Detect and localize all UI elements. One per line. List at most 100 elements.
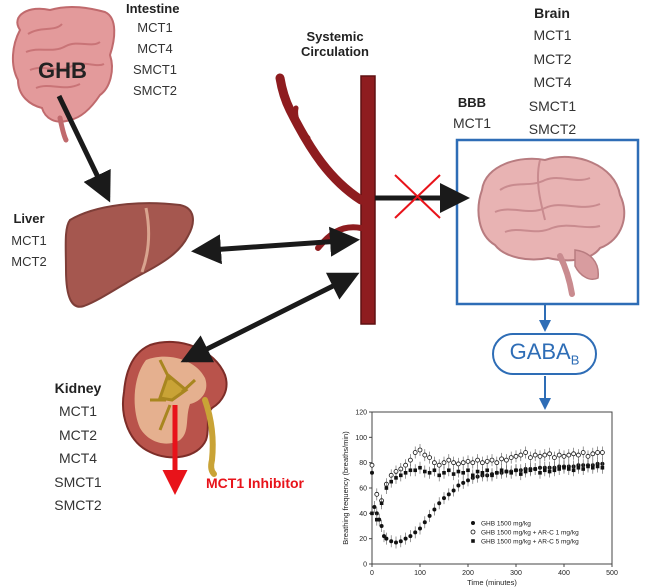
liver-transporter-list: MCT1 MCT2 — [2, 230, 56, 272]
data-point — [576, 465, 581, 470]
data-point — [394, 476, 398, 480]
data-point — [408, 468, 413, 473]
transporter-label: SMCT1 — [528, 97, 577, 114]
data-point — [600, 465, 605, 470]
data-point — [581, 467, 585, 471]
data-point — [533, 467, 537, 471]
data-point — [466, 478, 470, 483]
data-point — [456, 483, 461, 488]
kidney-illustration — [122, 340, 228, 477]
data-point — [446, 492, 451, 497]
data-point — [442, 496, 446, 501]
legend-marker — [471, 521, 475, 525]
y-tick-label: 0 — [363, 562, 367, 569]
data-point — [465, 458, 471, 464]
data-point — [470, 460, 476, 466]
data-point — [408, 534, 413, 539]
data-point — [455, 461, 461, 467]
data-point — [547, 469, 552, 474]
data-point — [590, 451, 596, 457]
legend-label: GHB 1500 mg/kg — [481, 521, 531, 528]
data-point — [432, 507, 437, 512]
mct1-inhibitor-label: MCT1 Inhibitor — [206, 475, 304, 491]
data-point — [523, 469, 528, 474]
data-point — [479, 460, 485, 466]
data-point — [441, 460, 447, 466]
y-tick-label: 40 — [359, 511, 367, 518]
data-point — [370, 470, 374, 475]
gaba-b-receptor — [492, 333, 597, 375]
ghb-label: GHB — [38, 58, 87, 83]
data-point — [484, 458, 490, 464]
data-point — [580, 450, 586, 455]
legend-marker — [471, 539, 475, 543]
transporter-label: SMCT1 — [132, 62, 178, 77]
data-point — [389, 539, 394, 544]
data-point — [567, 467, 571, 471]
data-point — [508, 455, 514, 461]
data-point — [399, 473, 403, 478]
bbb-transporter: MCT1 — [452, 115, 492, 131]
data-point — [461, 471, 465, 475]
data-point — [523, 450, 528, 455]
data-point — [417, 447, 423, 453]
x-tick-label: 0 — [370, 570, 374, 577]
intestine-illustration — [12, 5, 116, 143]
data-point — [431, 460, 437, 466]
data-point — [538, 471, 542, 475]
legend-label: GHB 1500 mg/kg + AR-C 5 mg/kg — [481, 539, 579, 546]
data-point — [427, 513, 432, 518]
data-point — [494, 460, 500, 466]
data-point — [437, 473, 441, 478]
data-point — [513, 453, 519, 459]
data-point — [456, 469, 461, 474]
data-point — [394, 540, 398, 545]
data-point — [437, 501, 442, 506]
data-point — [495, 471, 499, 475]
data-point — [595, 450, 600, 455]
data-point — [427, 471, 432, 475]
intestine-transporter-list: MCT1 MCT4 SMCT1 SMCT2 — [124, 17, 186, 101]
data-point — [490, 473, 494, 478]
data-point — [412, 450, 418, 455]
transporter-label: SMCT2 — [132, 83, 178, 98]
data-point — [418, 465, 422, 470]
data-point — [566, 452, 572, 458]
data-point — [427, 455, 433, 461]
brain-title: Brain — [534, 5, 570, 21]
data-point — [369, 462, 375, 468]
data-point — [407, 457, 413, 463]
data-point — [557, 467, 561, 471]
data-point — [509, 471, 513, 475]
data-point — [475, 469, 480, 474]
data-point — [403, 536, 408, 541]
data-point — [528, 468, 533, 473]
brain-transporter-list: MCT1 MCT2 MCT4 SMCT1 SMCT2 — [515, 24, 590, 142]
data-point — [519, 472, 523, 476]
liver-circulation-arrow — [191, 226, 360, 265]
transporter-label: SMCT1 — [54, 473, 102, 490]
legend-label: GHB 1500 mg/kg + AR-C 1 mg/kg — [481, 530, 579, 537]
transporter-label: MCT1 — [58, 403, 98, 419]
data-point — [518, 452, 524, 458]
x-tick-label: 100 — [414, 570, 426, 577]
data-point — [466, 468, 470, 473]
data-point — [471, 473, 475, 478]
liver-illustration — [64, 202, 194, 308]
transporter-label: MCT4 — [58, 450, 98, 466]
data-point — [485, 468, 489, 473]
data-point — [451, 472, 456, 476]
data-point — [403, 471, 408, 475]
data-point — [389, 479, 393, 484]
data-point — [542, 452, 548, 458]
transporter-label: MCT1 — [533, 27, 572, 43]
intestine-title: Intestine — [126, 1, 180, 16]
data-point — [432, 468, 437, 473]
y-tick-label: 80 — [359, 460, 367, 467]
transporter-label: SMCT2 — [528, 121, 577, 137]
bbb-box — [455, 138, 640, 306]
x-tick-label: 500 — [606, 570, 618, 577]
data-point — [422, 520, 427, 525]
x-tick-label: 400 — [558, 570, 570, 577]
